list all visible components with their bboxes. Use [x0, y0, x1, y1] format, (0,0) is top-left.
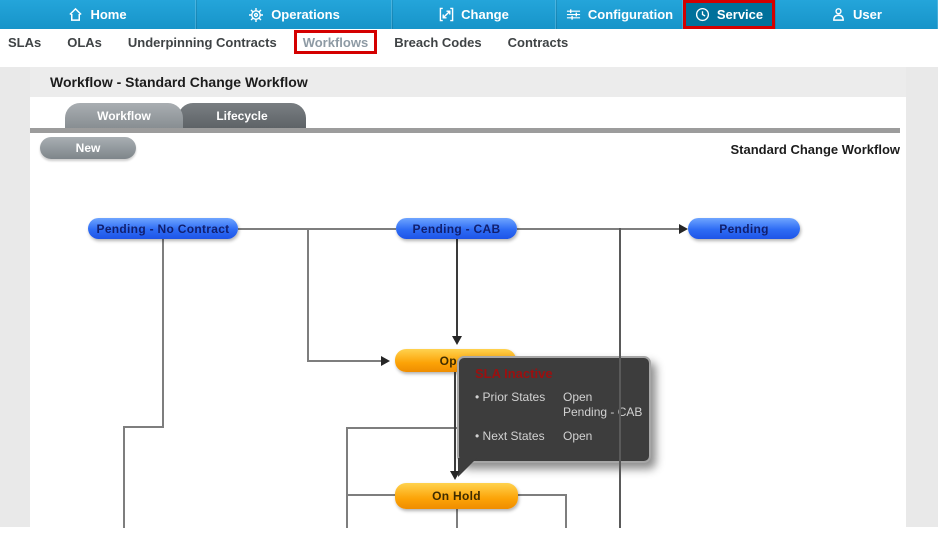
tooltip-row-values: Open Pending - CAB — [563, 390, 642, 420]
tooltip-value: Open — [563, 390, 593, 404]
configuration-icon — [566, 7, 581, 22]
workflow-name-label: Standard Change Workflow — [730, 142, 901, 157]
nav-item-user[interactable]: User — [775, 0, 938, 29]
subnav-item-workflows[interactable]: Workflows — [293, 29, 378, 54]
subnav-item-label: Workflows — [302, 34, 369, 50]
nav-item-configuration[interactable]: Configuration — [556, 0, 683, 29]
nav-item-label: Operations — [271, 7, 340, 22]
home-icon — [68, 7, 83, 22]
tooltip-tail — [458, 458, 477, 477]
state-node-pending-no-contract[interactable]: Pending - No Contract — [88, 218, 238, 239]
nav-item-label: Configuration — [587, 7, 674, 22]
state-node-pending-cab[interactable]: Pending - CAB — [396, 218, 517, 239]
subnav-item-breach-codes[interactable]: Breach Codes — [394, 34, 482, 50]
service-subnav: SLAs OLAs Underpinning Contracts Workflo… — [0, 29, 938, 55]
top-navbar: Home Operations Change Configuration — [0, 0, 938, 29]
tooltip-row-label: • Prior States — [475, 390, 546, 404]
nav-item-label: User — [853, 7, 882, 22]
tooltip-value: Open — [563, 429, 593, 443]
nav-item-label: Change — [461, 7, 509, 22]
nav-item-operations[interactable]: Operations — [196, 0, 392, 29]
subnav-item-olas[interactable]: OLAs — [67, 34, 102, 50]
nav-item-label: Service — [716, 7, 764, 22]
toolbar-divider — [30, 128, 900, 133]
subnav-item-contracts[interactable]: Contracts — [507, 34, 569, 50]
tooltip-row-prior-states: • Prior States Open Pending - CAB — [475, 390, 643, 420]
tab-lifecycle[interactable]: Lifecycle — [178, 103, 306, 128]
state-node-pending[interactable]: Pending — [688, 218, 800, 239]
tooltip-row-values: Open — [563, 429, 592, 444]
tab-workflow[interactable]: Workflow — [65, 103, 183, 128]
state-node-on-hold[interactable]: On Hold — [395, 483, 518, 509]
subnav-item-slas[interactable]: SLAs — [8, 34, 42, 50]
new-button[interactable]: New — [40, 137, 136, 159]
tooltip-value: Pending - CAB — [563, 405, 643, 419]
change-icon — [439, 7, 454, 22]
nav-item-change[interactable]: Change — [392, 0, 556, 29]
page-title: Workflow - Standard Change Workflow — [50, 74, 308, 90]
nav-item-label: Home — [90, 7, 127, 22]
user-icon — [831, 7, 846, 22]
operations-icon — [248, 7, 264, 23]
red-highlight-frame — [293, 29, 378, 54]
subnav-item-underpinning-contracts[interactable]: Underpinning Contracts — [127, 34, 277, 50]
tooltip-title: SLA Inactive — [475, 366, 553, 381]
tooltip-row-label: • Next States — [475, 429, 545, 443]
tooltip-row-next-states: • Next States Open — [475, 429, 643, 444]
state-tooltip: SLA Inactive • Prior States Open Pending… — [457, 356, 651, 477]
service-icon — [695, 7, 710, 22]
title-bar: Workflow - Standard Change Workflow — [30, 67, 906, 97]
nav-item-service[interactable]: Service — [683, 0, 775, 29]
nav-item-home[interactable]: Home — [0, 0, 196, 29]
